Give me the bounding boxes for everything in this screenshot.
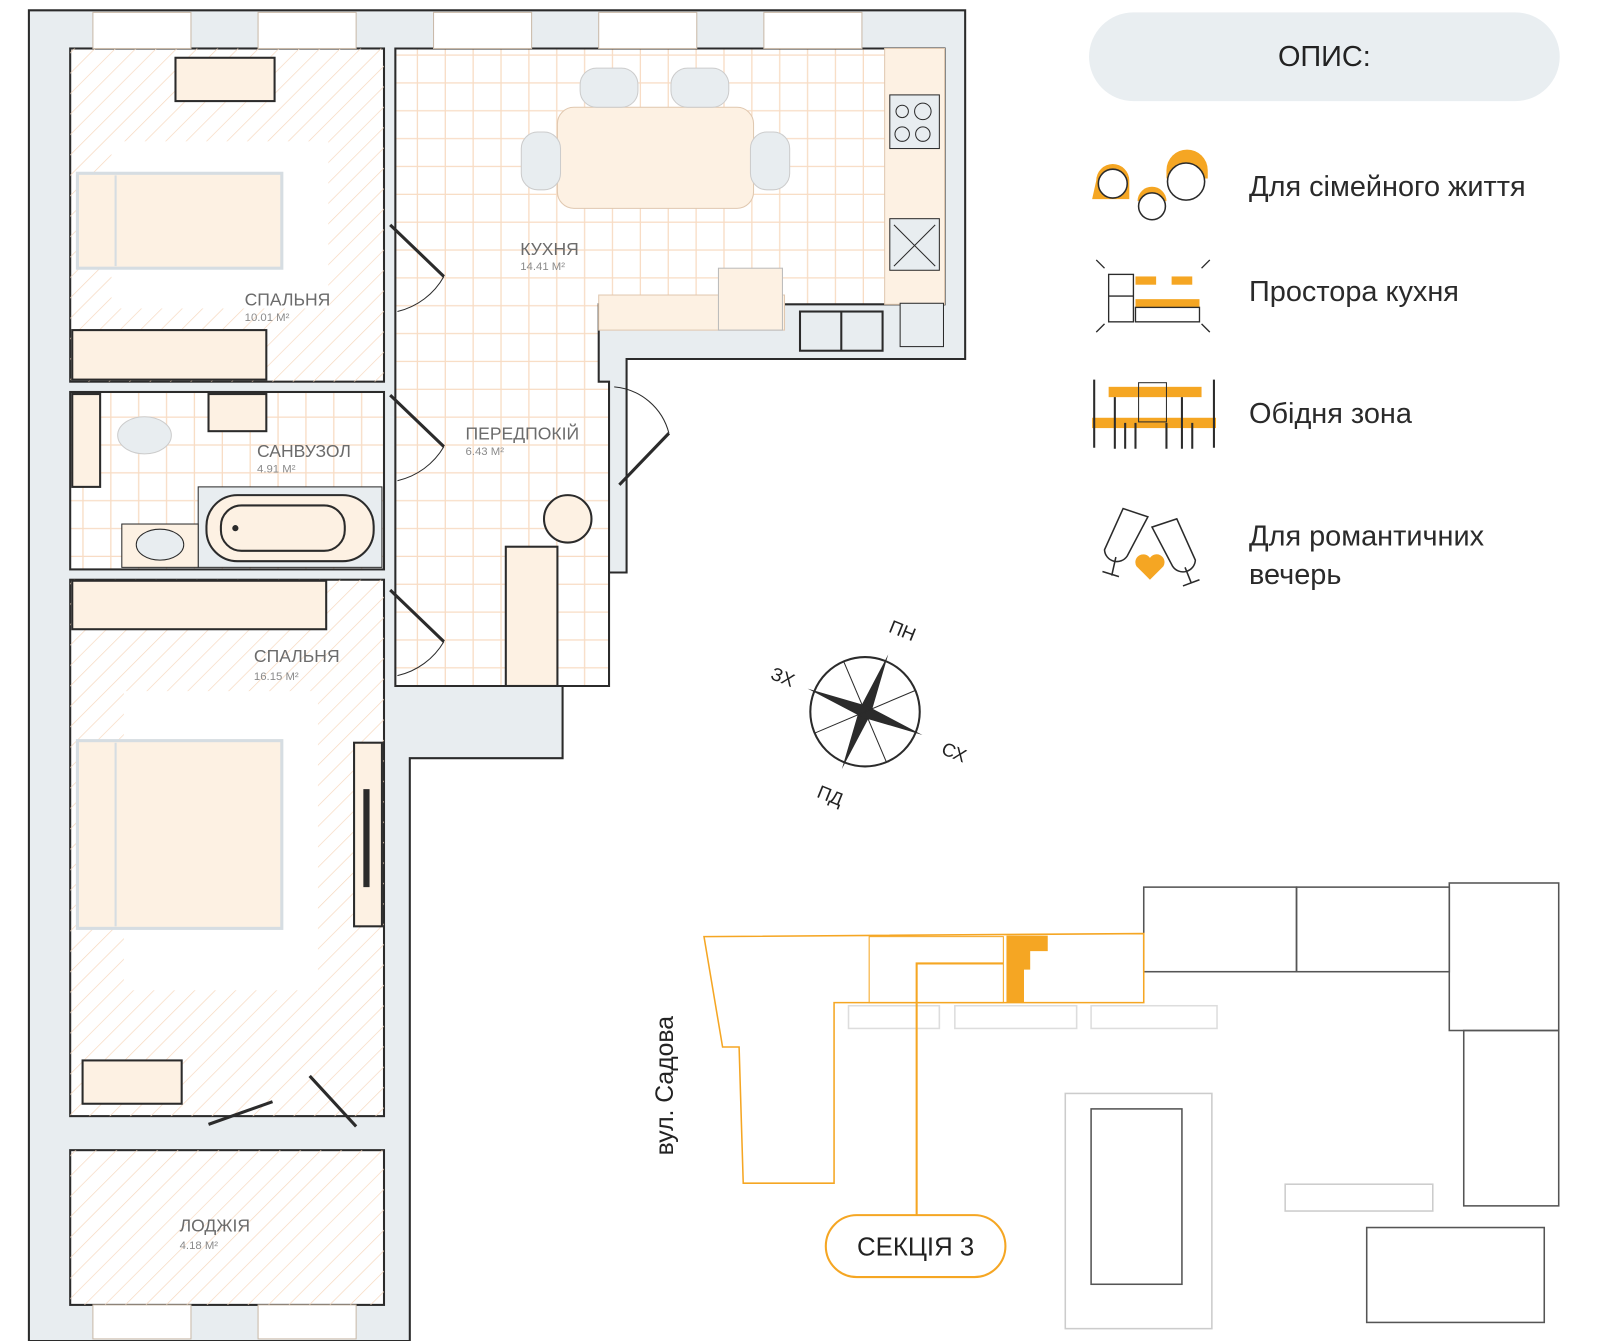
- toilet: [117, 416, 172, 455]
- room-label: СПАЛЬНЯ: [254, 646, 340, 666]
- section-label: СЕКЦІЯ 3: [857, 1233, 974, 1261]
- desk: [81, 1059, 183, 1105]
- compass: ПН СХ ПД ЗХ: [768, 616, 970, 811]
- wine-glasses-icon: [1102, 507, 1200, 587]
- wardrobe: [71, 579, 328, 631]
- room-area: 16.15 М²: [254, 671, 299, 683]
- washing-machine: [717, 267, 783, 331]
- section-outline: [703, 932, 1145, 1184]
- feature-label: Для сімейного життя: [1249, 171, 1526, 203]
- street-label: вул. Садова: [652, 1016, 679, 1156]
- room-area: 6.43 М²: [466, 446, 505, 458]
- section-pointer-line: [915, 962, 1004, 1218]
- compass-east: СХ: [939, 738, 970, 767]
- room-loggia[interactable]: [69, 1149, 386, 1306]
- room-label: САНВУЗОЛ: [257, 441, 351, 461]
- feature-family: Для сімейного життя: [1092, 149, 1526, 221]
- compass-south: ПД: [814, 781, 846, 810]
- room-bedroom-2[interactable]: [69, 578, 386, 1118]
- feature-label: Для романтичних: [1249, 521, 1485, 553]
- dining-table: [556, 106, 755, 209]
- room-area: 4.91 М²: [257, 463, 296, 475]
- doors: [207, 223, 671, 1128]
- description-header: ОПИС:: [1089, 12, 1560, 102]
- room-bedroom-1[interactable]: [69, 47, 386, 383]
- bathtub: [205, 494, 375, 563]
- hallway-wardrobe: [504, 545, 559, 688]
- room-label: ПЕРЕДПОКІЙ: [466, 422, 580, 443]
- desk: [174, 56, 276, 103]
- feature-romantic: Для романтичних вечерь: [1102, 507, 1485, 591]
- family-icon: [1092, 149, 1208, 221]
- bed: [75, 739, 284, 930]
- feature-kitchen: Простора кухня: [1095, 259, 1459, 333]
- room-label: КУХНЯ: [520, 239, 579, 259]
- feature-label: Обідня зона: [1249, 398, 1413, 430]
- section-badge[interactable]: СЕКЦІЯ 3: [824, 1214, 1007, 1279]
- dining-icon: [1092, 379, 1216, 449]
- room-area: 4.18 М²: [180, 1240, 219, 1252]
- description-title: ОПИС:: [1278, 41, 1371, 73]
- compass-north: ПН: [886, 616, 919, 645]
- room-area: 10.01 М²: [245, 312, 290, 324]
- windows: [92, 11, 863, 1340]
- kitchen-icon: [1095, 259, 1211, 333]
- washbasin: [135, 528, 185, 561]
- feature-label: Простора кухня: [1249, 276, 1459, 308]
- boiler: [899, 302, 944, 348]
- feature-label: вечерь: [1249, 559, 1341, 591]
- room-kitchen-hallway[interactable]: [394, 47, 946, 688]
- room-label: ЛОДЖІЯ: [180, 1216, 250, 1236]
- apartment-highlight: [1006, 935, 1048, 1003]
- compass-west: ЗХ: [768, 663, 798, 691]
- feature-dining: Обідня зона: [1092, 379, 1413, 449]
- wardrobe: [71, 329, 268, 381]
- bed: [75, 171, 284, 270]
- room-label: СПАЛЬНЯ: [245, 289, 331, 309]
- room-bathroom[interactable]: [69, 390, 386, 571]
- room-area: 14.41 М²: [520, 261, 565, 273]
- cooktop: [889, 94, 940, 150]
- site-plan: [703, 882, 1560, 1330]
